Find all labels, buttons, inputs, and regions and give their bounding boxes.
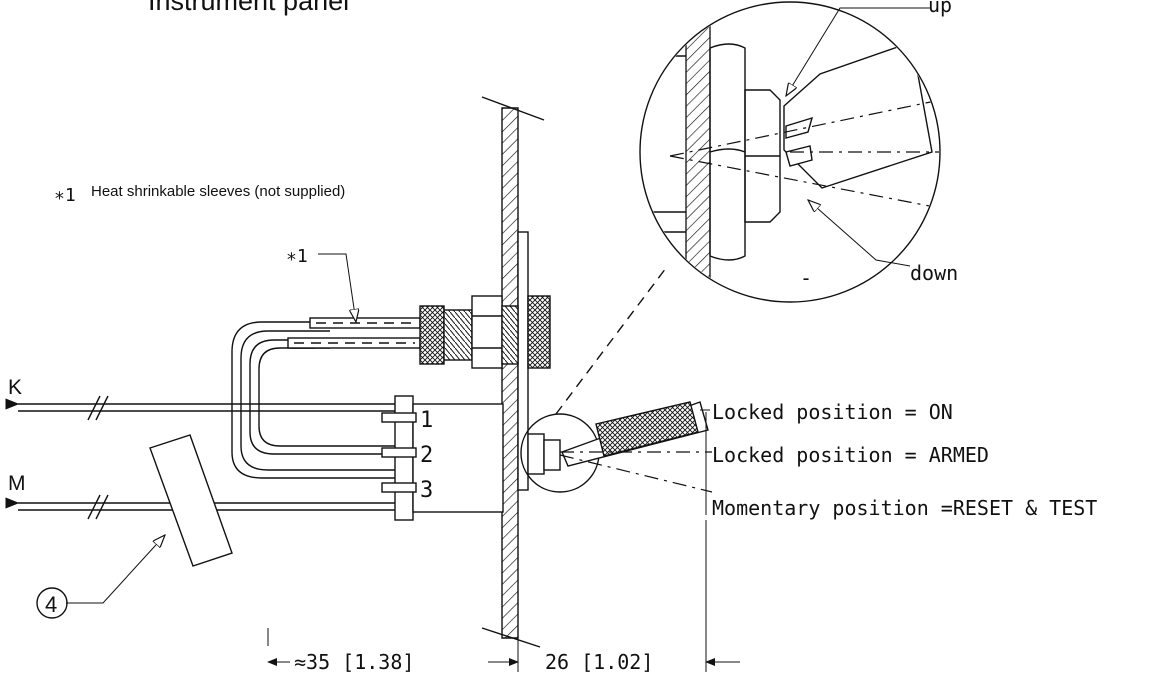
terminal-3-label: 3 bbox=[420, 478, 433, 503]
dimension-line: ≈35 [1.38] 26 [1.02] bbox=[267, 520, 740, 674]
position-momentary: Momentary position =RESET & TEST bbox=[712, 496, 1097, 520]
sleeve-marker: ∗1 bbox=[286, 246, 308, 267]
detail-leader bbox=[555, 267, 667, 415]
switch-body: 1 2 3 bbox=[381, 395, 504, 521]
note-marker: ∗1 bbox=[54, 185, 76, 206]
minus-label: - bbox=[800, 266, 812, 290]
note-text: Heat shrinkable sleeves (not supplied) bbox=[91, 183, 345, 200]
rear-connector bbox=[419, 295, 551, 369]
sleeve-callout: ∗1 bbox=[286, 246, 356, 322]
detail-view: up down - bbox=[639, 0, 958, 303]
dimension-left: ≈35 [1.38] bbox=[294, 650, 414, 674]
item-number: 4 bbox=[45, 592, 57, 617]
wire-label-m: M bbox=[8, 472, 26, 495]
instrument-panel-wall bbox=[481, 96, 545, 648]
break-mark bbox=[87, 494, 109, 520]
toggle-knob bbox=[595, 401, 699, 457]
terminal-2-label: 2 bbox=[420, 443, 433, 468]
terminal-pins bbox=[381, 412, 417, 493]
wire-loop bbox=[231, 321, 395, 479]
wire-label-k: K bbox=[8, 376, 22, 399]
dimension-right: 26 [1.02] bbox=[545, 650, 653, 674]
up-label: up bbox=[928, 0, 952, 17]
page-title: Instrument panel bbox=[148, 0, 349, 16]
position-callouts: Locked position = ON Locked position = A… bbox=[700, 400, 1097, 520]
item-tag: 4 bbox=[36, 434, 233, 619]
toggle-switch bbox=[520, 401, 713, 493]
down-label: down bbox=[910, 261, 958, 285]
terminal-1-label: 1 bbox=[420, 408, 433, 433]
sleeve-note: ∗1 Heat shrinkable sleeves (not supplied… bbox=[54, 183, 345, 206]
position-armed: Locked position = ARMED bbox=[712, 443, 989, 467]
break-mark bbox=[87, 395, 109, 421]
position-on: Locked position = ON bbox=[712, 400, 953, 424]
